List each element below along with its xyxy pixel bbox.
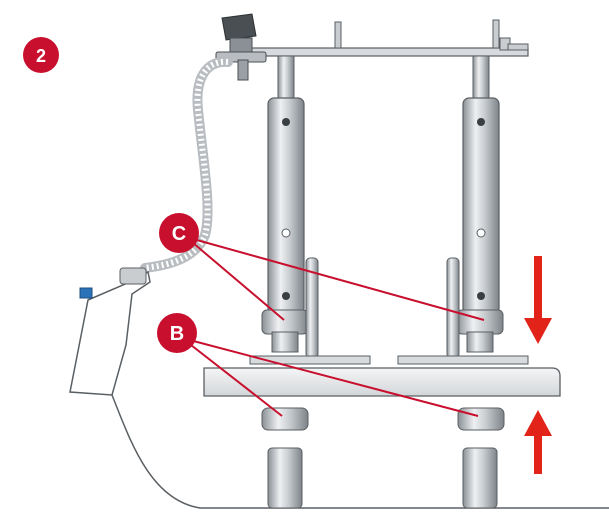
callout-c-label: C [172, 223, 186, 245]
callout-b-leaders [181, 337, 479, 417]
callout-b-badge: B [157, 313, 197, 353]
down-arrow-icon [524, 256, 552, 344]
base-plate [203, 355, 561, 397]
coiled-hose [140, 56, 233, 273]
callout-b-label: B [170, 323, 184, 345]
callout-c-badge: C [159, 213, 199, 253]
right-lower-post [462, 447, 498, 509]
left-upper-cylinder [261, 55, 309, 353]
up-arrow-icon [524, 410, 552, 474]
step-badge: 2 [23, 37, 59, 73]
callout-c-leaders [185, 236, 485, 321]
left-lower-post [267, 447, 303, 509]
top-frame [243, 19, 529, 57]
spray-gun [69, 267, 609, 509]
right-upper-cylinder [456, 55, 504, 353]
step-number: 2 [36, 46, 46, 66]
valve-head [215, 13, 267, 81]
left-lower-collar [261, 407, 309, 431]
right-lower-collar [457, 407, 505, 431]
right-guide-rod [446, 257, 460, 359]
